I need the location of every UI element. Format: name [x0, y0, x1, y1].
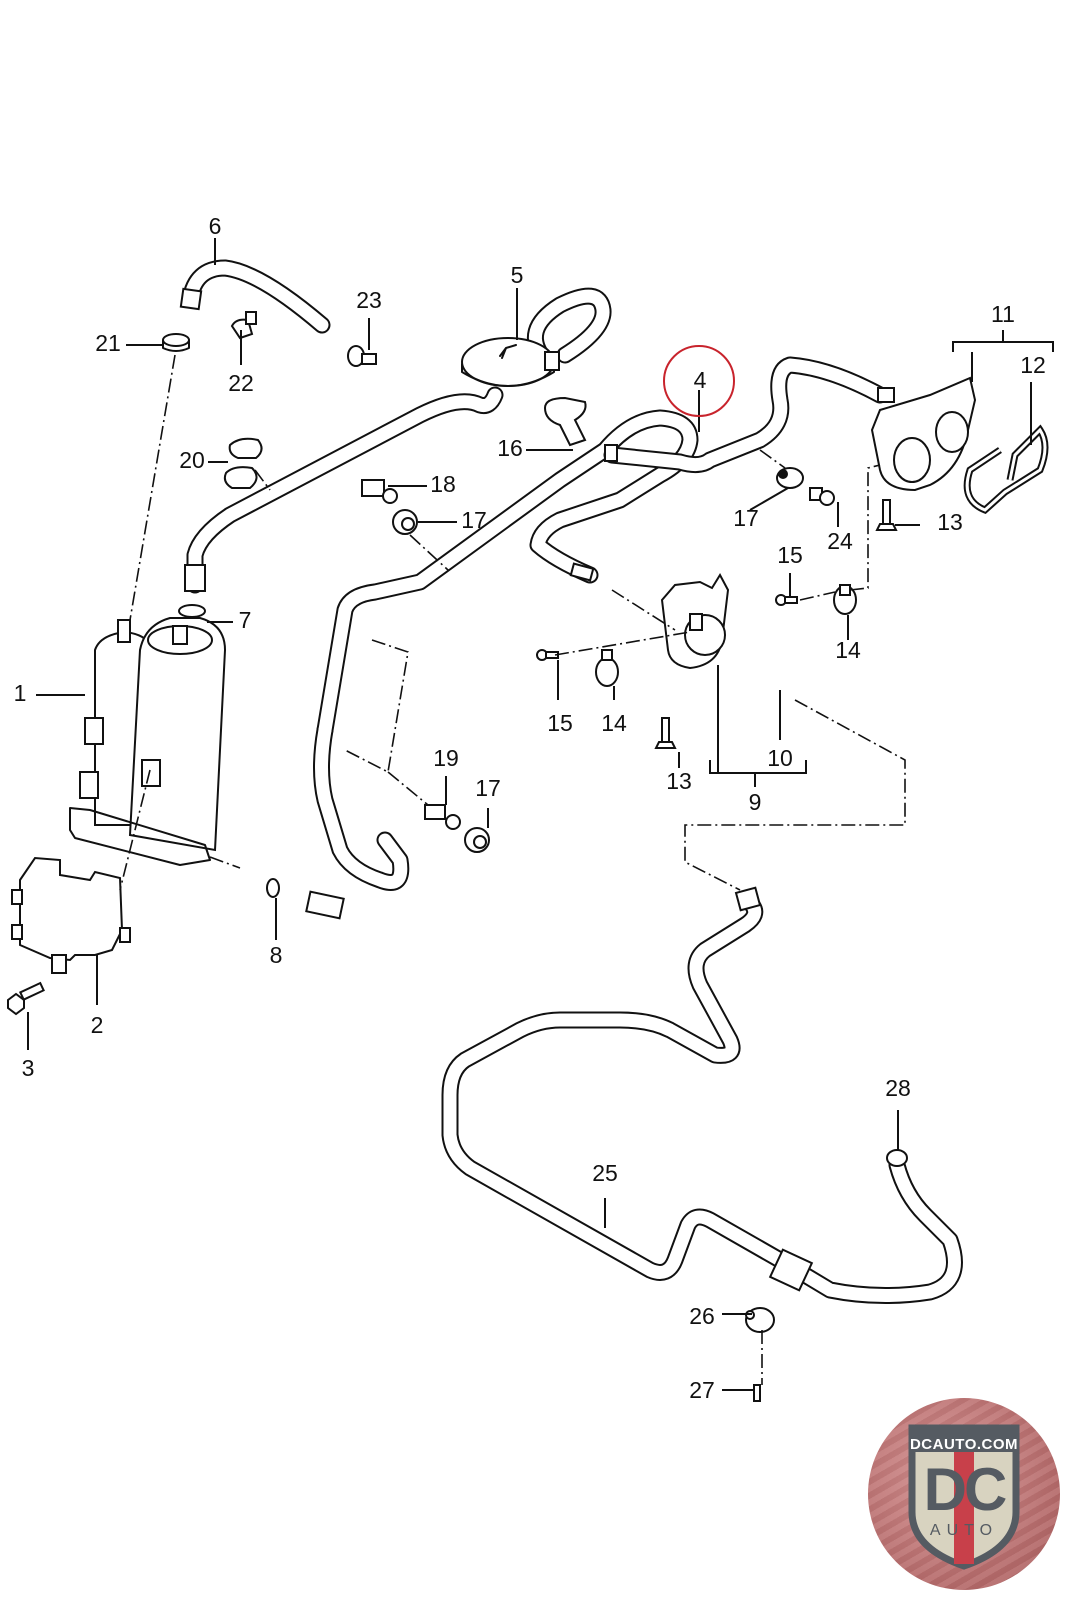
part-2-canister-bracket[interactable] — [11, 856, 131, 974]
callout-18[interactable]: 18 — [430, 471, 456, 497]
part-25-fuel-vapor-line[interactable] — [441, 886, 963, 1305]
alignment-lines — [119, 354, 906, 1385]
part-13a-bolt[interactable] — [875, 499, 898, 531]
part-19-connector[interactable] — [424, 804, 461, 830]
part-27-screw[interactable] — [753, 1384, 761, 1402]
part-5-vent-valve[interactable] — [461, 287, 612, 387]
logo-sub: AUTO — [929, 1522, 999, 1539]
dcauto-logo: DCAUTO.COM DC AUTO — [868, 1398, 1060, 1590]
part-21-clamp[interactable] — [162, 333, 190, 352]
part-6-hose[interactable] — [179, 259, 331, 334]
callout-14-right[interactable]: 14 — [835, 637, 861, 663]
part-1-charcoal-canister[interactable] — [69, 617, 227, 866]
callout-17-upper[interactable]: 17 — [461, 507, 487, 533]
part-17b-grommet[interactable] — [776, 467, 804, 489]
part-22-clip[interactable] — [230, 311, 257, 340]
part-3-bolt[interactable] — [7, 981, 45, 1016]
callout-26[interactable]: 26 — [689, 1303, 715, 1329]
callout-13-right[interactable]: 13 — [937, 509, 963, 535]
callout-24[interactable]: 24 — [827, 528, 853, 554]
callout-11[interactable]: 11 — [991, 301, 1015, 327]
part-15a-screw[interactable] — [536, 649, 559, 661]
part-18-connector[interactable] — [361, 479, 398, 504]
callout-9[interactable]: 9 — [749, 789, 762, 815]
part-20-double-clip[interactable] — [223, 437, 263, 489]
part-17a-grommet[interactable] — [392, 509, 418, 535]
part-15b-screw[interactable] — [775, 594, 798, 606]
callout-4[interactable]: 4 — [694, 367, 707, 393]
callout-17-right[interactable]: 17 — [733, 505, 759, 531]
callout-6[interactable]: 6 — [209, 213, 222, 239]
callout-2[interactable]: 2 — [91, 1012, 104, 1038]
callout-21[interactable]: 21 — [95, 330, 121, 356]
callout-13-left[interactable]: 13 — [666, 768, 692, 794]
part-23-valve-nipple[interactable] — [347, 345, 377, 367]
part-9-bracket-assembly[interactable] — [660, 572, 730, 670]
part-11-bracket[interactable] — [870, 376, 977, 492]
callout-5[interactable]: 5 — [511, 262, 524, 288]
callout-12[interactable]: 12 — [1020, 352, 1046, 378]
logo-brand-url: DCAUTO.COM — [909, 1436, 1019, 1453]
callout-22[interactable]: 22 — [228, 370, 254, 396]
callout-27[interactable]: 27 — [689, 1377, 715, 1403]
part-24-clip[interactable] — [809, 487, 835, 506]
part-12-seal[interactable] — [963, 424, 1049, 515]
part-hose-upper[interactable] — [184, 386, 504, 594]
highlight-circle — [663, 345, 735, 417]
part-16-clip[interactable] — [543, 396, 587, 447]
callout-20[interactable]: 20 — [179, 447, 205, 473]
callout-16[interactable]: 16 — [497, 435, 523, 461]
callout-28[interactable]: 28 — [885, 1075, 911, 1101]
part-4-hose-assembly[interactable] — [305, 356, 895, 920]
part-13b-bolt[interactable] — [654, 717, 677, 749]
callout-8[interactable]: 8 — [270, 942, 283, 968]
callout-3[interactable]: 3 — [22, 1055, 35, 1081]
part-26-clamp[interactable] — [745, 1307, 775, 1333]
logo-mark: DC — [923, 1456, 1008, 1523]
callout-1[interactable]: 1 — [14, 680, 27, 706]
callout-14-left[interactable]: 14 — [601, 710, 627, 736]
callout-25[interactable]: 25 — [592, 1160, 618, 1186]
part-14b-clamp[interactable] — [833, 584, 857, 615]
shield-icon — [908, 1424, 1020, 1570]
callout-7[interactable]: 7 — [239, 607, 252, 633]
callout-10[interactable]: 10 — [767, 745, 793, 771]
part-28-clamp[interactable] — [886, 1149, 908, 1167]
leader-lines — [27, 238, 1054, 1391]
callout-23[interactable]: 23 — [356, 287, 382, 313]
callout-19[interactable]: 19 — [433, 745, 459, 771]
callout-15-left[interactable]: 15 — [547, 710, 573, 736]
callout-labels: 6 21 22 23 5 20 16 18 17 7 1 4 17 24 13 … — [14, 213, 1046, 1403]
part-10-seal[interactable] — [738, 638, 790, 690]
callout-17-lower[interactable]: 17 — [475, 775, 501, 801]
callout-15-right[interactable]: 15 — [777, 542, 803, 568]
part-17c-grommet[interactable] — [464, 827, 490, 853]
part-7-hose-clamp[interactable] — [178, 604, 206, 618]
part-14a-clamp[interactable] — [595, 649, 619, 687]
part-8-clamp[interactable] — [266, 878, 280, 898]
